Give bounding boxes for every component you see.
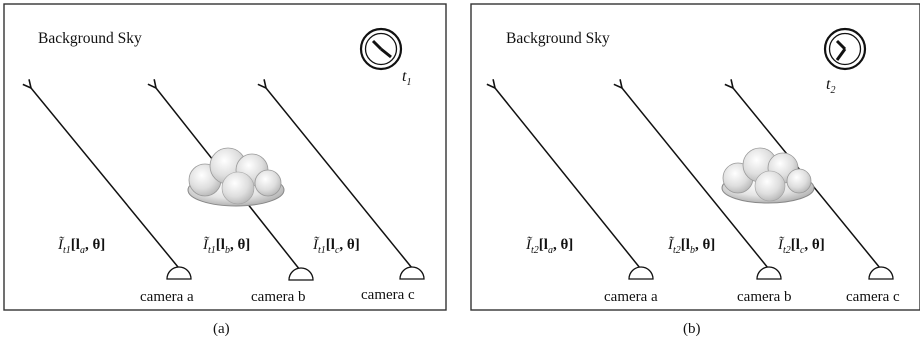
clock-icon <box>359 27 403 71</box>
ray-label-b: Ĩt1[lb, θ] <box>202 236 250 256</box>
panel-caption: (b) <box>683 321 701 337</box>
cloud-icon <box>187 147 285 207</box>
camera-label-a: camera a <box>140 289 194 305</box>
time-label: t1 <box>402 68 411 88</box>
camera-label-b: camera b <box>737 289 792 305</box>
panel-caption: (a) <box>213 321 230 337</box>
ray-camera-a <box>495 88 641 269</box>
clock-icon <box>823 27 867 71</box>
panel-b: Background Sky t2 Ĩt2[la, <box>470 3 920 337</box>
ray-label-a: Ĩt2[la, θ] <box>525 236 573 256</box>
camera-label-a: camera a <box>604 289 658 305</box>
camera-label-b: camera b <box>251 289 306 305</box>
panel-a: Background Sky t1 Ĩt1[la, <box>3 3 447 337</box>
ray-label-b: Ĩt2[lb, θ] <box>667 236 715 256</box>
ray-camera-c <box>266 88 413 269</box>
ray-camera-b <box>622 88 769 269</box>
camera-label-c: camera c <box>846 289 900 305</box>
ray-label-c: Ĩt2[lc, θ] <box>777 236 825 256</box>
background-sky-label: Background Sky <box>38 30 142 47</box>
camera-icon <box>628 266 894 280</box>
ray-label-c: Ĩt1[lc, θ] <box>312 236 360 256</box>
background-sky-label: Background Sky <box>506 30 610 47</box>
camera-icon <box>166 266 425 281</box>
camera-label-c: camera c <box>361 287 415 303</box>
ray-label-a: Ĩt1[la, θ] <box>57 236 105 256</box>
ray-camera-a <box>31 88 179 268</box>
time-label: t2 <box>826 76 835 96</box>
cloud-icon <box>721 147 815 204</box>
